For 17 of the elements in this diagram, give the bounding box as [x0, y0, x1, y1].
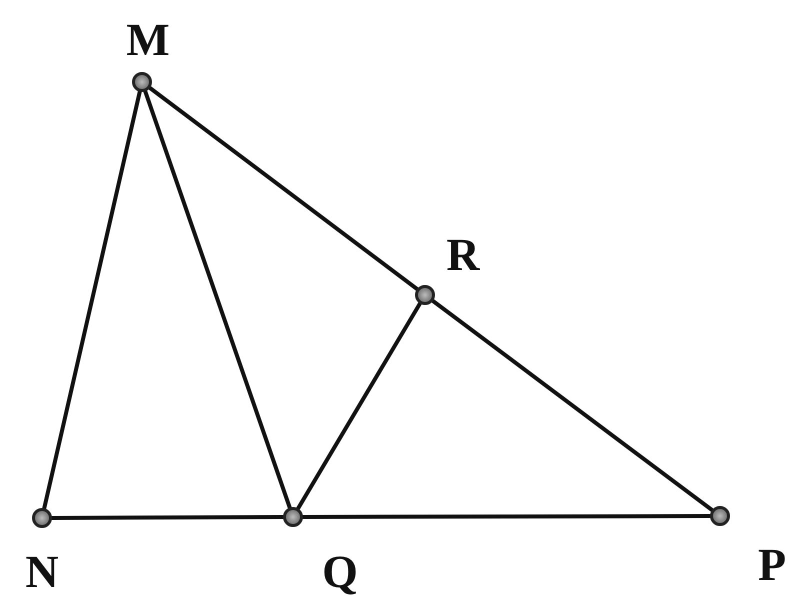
- point-label: N: [25, 549, 59, 595]
- line-segment: [148, 86, 419, 291]
- line-segment: [42, 90, 142, 510]
- point-label: Q: [322, 549, 358, 595]
- point-marker: [415, 285, 435, 305]
- line-segment: [143, 89, 292, 510]
- point-marker: [132, 72, 152, 92]
- line-segment: [296, 302, 422, 510]
- point-label: R: [446, 232, 480, 278]
- point-marker: [32, 508, 52, 528]
- point-label: M: [126, 17, 170, 63]
- point-label: P: [758, 542, 786, 588]
- line-segment: [431, 299, 714, 512]
- point-marker: [710, 506, 730, 526]
- point-marker: [283, 507, 303, 527]
- line-segment: [301, 514, 712, 519]
- line-segment: [50, 515, 285, 520]
